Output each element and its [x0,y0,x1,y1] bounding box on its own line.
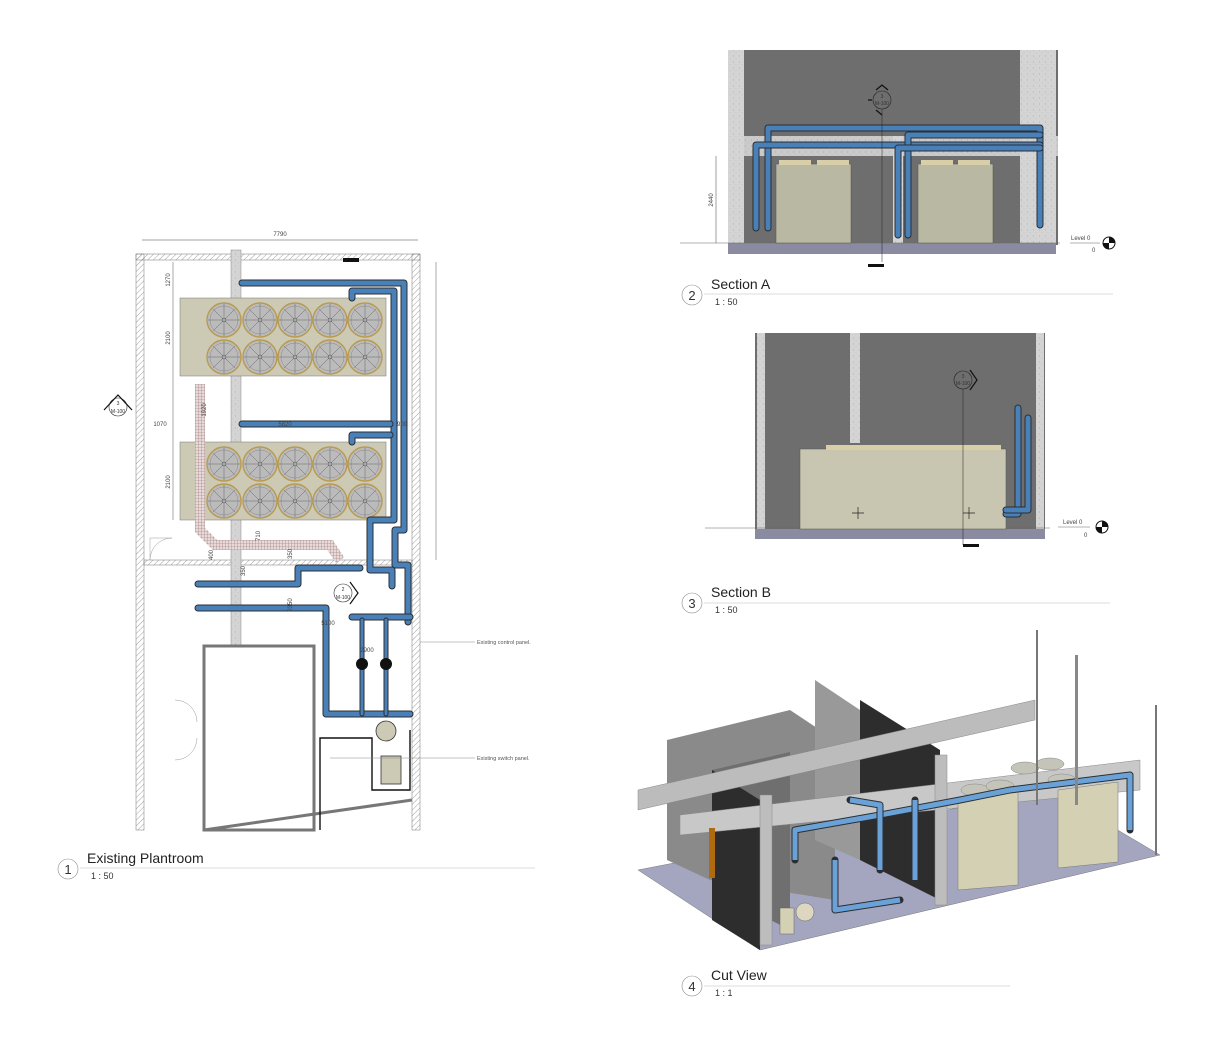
note-switch-panel: Existing switch panel. [477,756,530,762]
svg-text:Section A: Section A [711,276,771,292]
view-title-1: 1 Existing Plantroom 1 : 50 [57,850,535,881]
wall-cut [712,770,760,950]
svg-text:900: 900 [397,422,408,428]
level-label: Level 0 [1071,236,1091,242]
svg-text:1270: 1270 [166,273,172,287]
section-a-tag: 3 M-100 [868,84,892,116]
wall-right [411,253,421,831]
pipework-plan [194,279,414,718]
svg-text:M-100: M-100 [956,381,970,387]
svg-text:400: 400 [209,549,215,560]
pump-2 [380,658,392,670]
level-marker-icon [1095,520,1109,534]
condensing-unit-3d-2 [1057,781,1119,869]
section-tag-2: 2 M-100 [333,581,359,605]
svg-text:1 : 1: 1 : 1 [715,988,733,998]
svg-text:1920: 1920 [202,403,208,417]
view-title-2: 2 Section A 1 : 50 [681,276,1113,307]
svg-text:1070: 1070 [153,422,167,428]
pump-1 [356,658,368,670]
plan-dimensions: 1270 2100 2100 1070 1920 5820 900 400 71… [153,262,437,654]
svg-text:5100: 5100 [321,621,335,627]
level-label: Level 0 [1063,520,1083,526]
svg-text:3: 3 [962,374,965,380]
door [149,537,173,561]
view-title-3: 3 Section B 1 : 50 [681,584,1110,615]
svg-text:4: 4 [688,979,695,994]
svg-text:2: 2 [688,288,695,303]
duct [195,384,345,563]
svg-text:2100: 2100 [166,331,172,345]
section-tag-3: 3 M-100 [103,394,133,417]
note-control-panel: Existing control panel. [477,640,531,646]
double-door [174,699,198,761]
dim-2440: 2440 [709,193,715,207]
svg-text:M-100: M-100 [111,409,125,415]
svg-text:0: 0 [1092,248,1096,254]
pipework-section-a [752,124,1044,239]
wall-top [135,253,421,261]
wall-middle [143,559,413,566]
expansion-vessel [375,720,397,742]
svg-text:Existing Plantroom: Existing Plantroom [87,850,204,866]
svg-text:1: 1 [64,862,71,877]
wall-left [135,253,145,831]
svg-text:Cut View: Cut View [711,967,768,983]
svg-text:710: 710 [256,530,262,541]
svg-text:Section B: Section B [711,584,771,600]
pipework-3d [791,771,1134,914]
view-title-4: 4 Cut View 1 : 1 [681,967,1010,998]
switch-panel [380,755,402,785]
svg-text:1 : 50: 1 : 50 [91,871,114,881]
section-b-tag: 3 M-100 [953,369,978,391]
svg-text:350: 350 [241,565,247,576]
cut-view-3d [637,630,1161,951]
svg-text:2100: 2100 [166,475,172,489]
section-a-view: 3 M-100 2440 Level 0 0 [680,50,1116,267]
plan-view: 7790 [103,232,531,832]
floor-slab [728,243,1056,254]
condensing-unit-3d-1 [957,789,1019,891]
svg-text:0: 0 [1084,533,1088,539]
svg-text:5820: 5820 [278,422,292,428]
condensing-unit-a1 [775,163,852,244]
svg-text:M-100: M-100 [875,101,889,107]
dim-overall-width: 7790 [273,232,287,238]
svg-text:1 : 50: 1 : 50 [715,297,738,307]
section-b-view: 3 M-100 Level 0 0 [705,333,1109,547]
svg-text:3: 3 [688,596,695,611]
svg-text:2900: 2900 [360,648,374,654]
condensing-unit-b [799,448,1007,530]
svg-text:M-100: M-100 [336,595,350,601]
existing-room [202,644,316,832]
svg-text:350: 350 [288,548,294,559]
svg-text:2350: 2350 [288,598,294,612]
svg-text:1 : 50: 1 : 50 [715,605,738,615]
level-marker-icon [1102,236,1116,250]
svg-text:3: 3 [881,94,884,100]
condensing-unit-a2 [917,163,994,244]
beam [637,699,1036,811]
svg-text:3: 3 [117,401,120,407]
svg-text:2: 2 [342,587,345,593]
